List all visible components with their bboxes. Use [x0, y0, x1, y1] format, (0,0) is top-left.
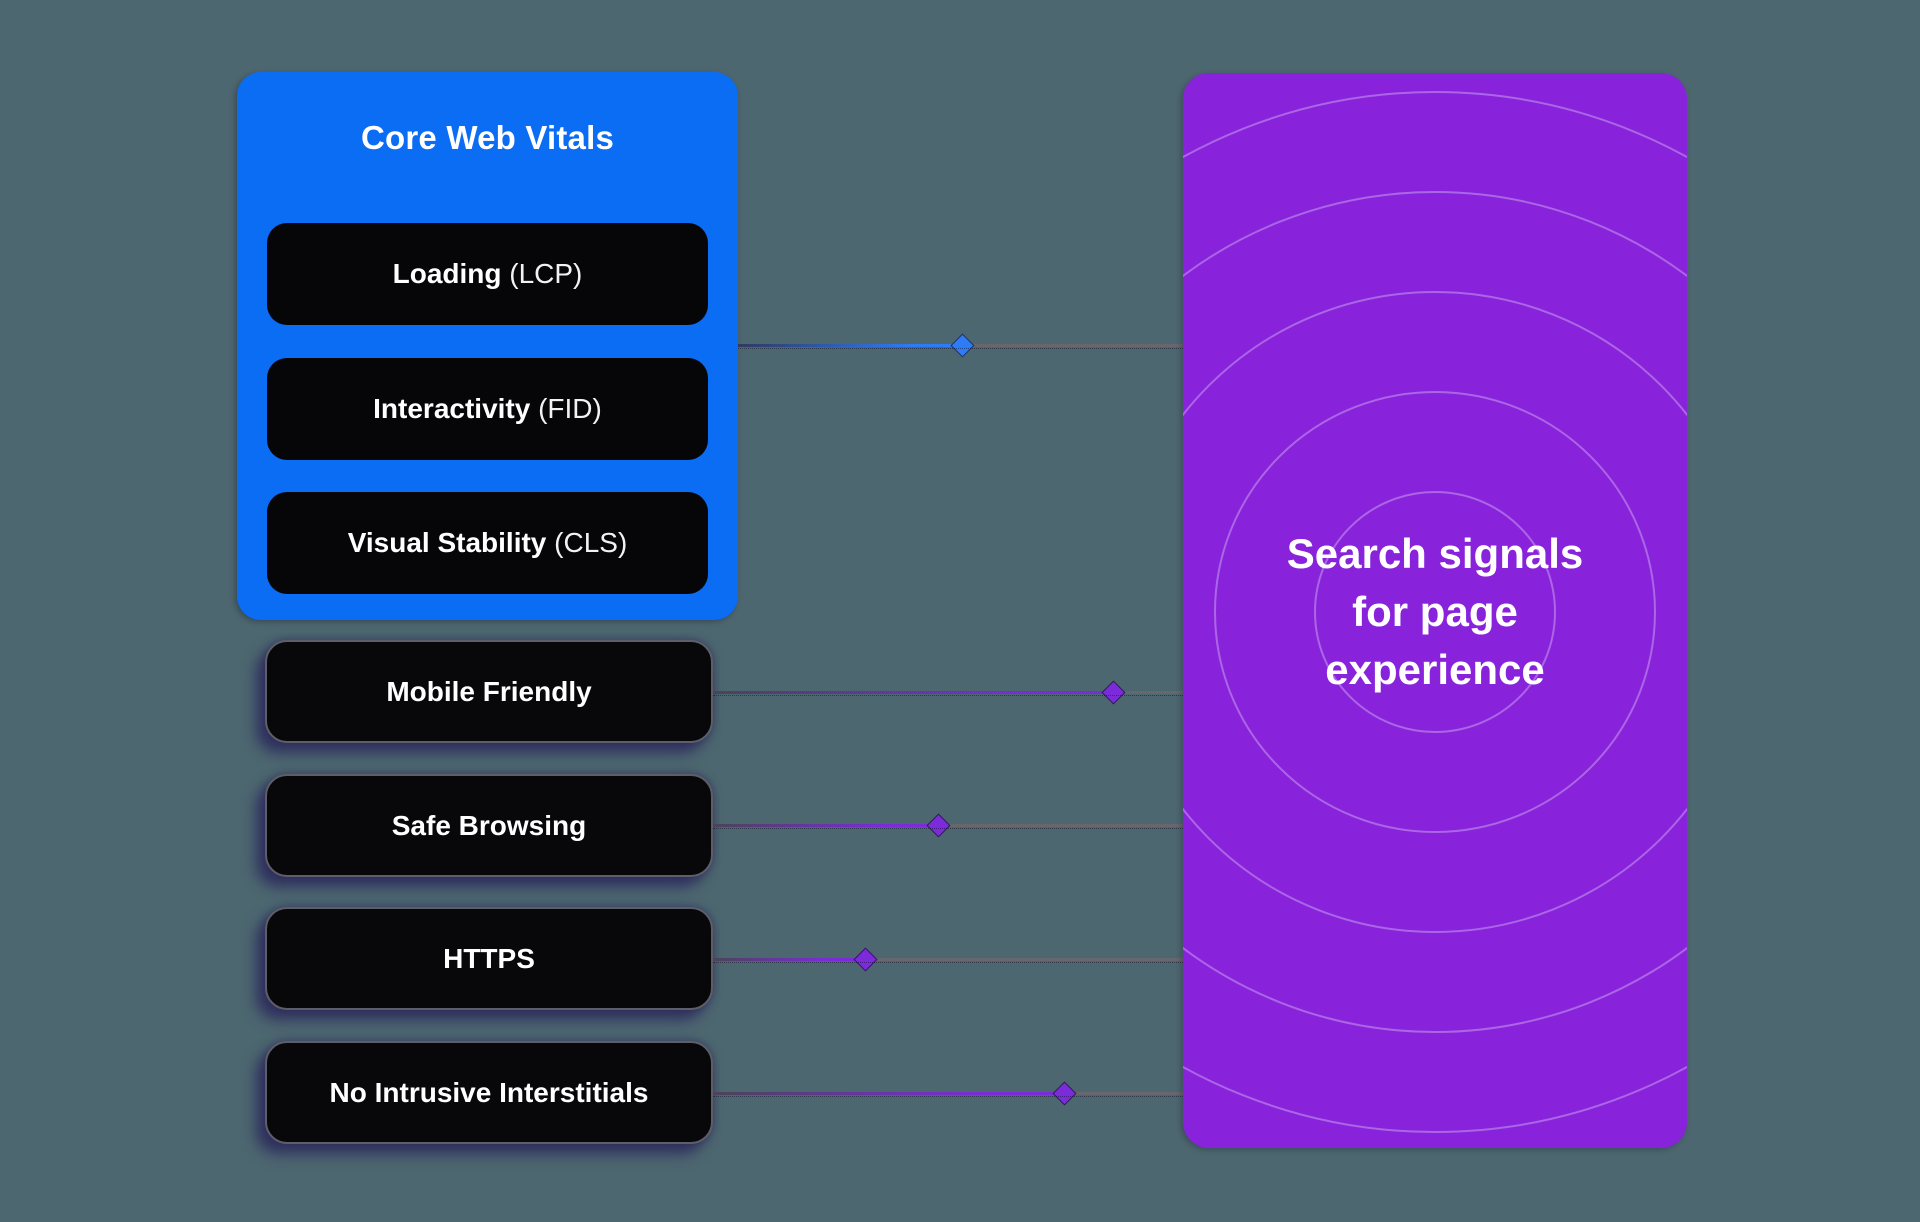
pill-no-intrusive-interstitials-label: No Intrusive Interstitials: [329, 1076, 649, 1108]
search-signals-title: Search signals for page experience: [1286, 530, 1584, 693]
pill-visual-stability-abbr: (CLS): [554, 527, 628, 558]
diamond-icon: [1101, 680, 1126, 705]
core-web-vitals-panel: Core Web Vitals Loading (LCP) Interactiv…: [237, 72, 738, 620]
diamond-icon: [950, 333, 975, 358]
connector-https: [713, 947, 1183, 972]
connector-line: [931, 824, 1183, 827]
pill-visual-stability-cls: Visual Stability (CLS): [267, 492, 708, 594]
concentric-rings-icon: [1183, 91, 1687, 1133]
pill-mobile-friendly: Mobile Friendly: [265, 640, 713, 743]
diamond-icon: [926, 813, 951, 838]
connector-line: [955, 344, 1183, 347]
connector-mobile-friendly: [713, 680, 1183, 705]
search-signals-panel: Search signals for page experience: [1183, 73, 1687, 1148]
pill-https-label: HTTPS: [443, 942, 535, 974]
pill-https: HTTPS: [265, 907, 713, 1010]
connector-safe-browsing: [713, 813, 1183, 838]
diamond-icon: [853, 947, 878, 972]
pill-safe-browsing-label: Safe Browsing: [391, 809, 587, 841]
core-web-vitals-title: Core Web Vitals: [360, 119, 615, 156]
pill-visual-stability-label: Visual Stability: [347, 527, 555, 558]
pill-interactivity-abbr: (FID): [538, 393, 602, 424]
connector-line: [713, 1092, 1057, 1095]
connector-line: [858, 958, 1183, 961]
pill-safe-browsing: Safe Browsing: [265, 774, 713, 877]
diamond-icon: [1052, 1081, 1077, 1106]
connector-line: [1057, 1092, 1183, 1095]
connector-core-web-vitals: [738, 333, 1183, 358]
pill-interactivity-label: Interactivity: [373, 393, 539, 424]
pill-no-intrusive-interstitials: No Intrusive Interstitials: [265, 1041, 713, 1144]
connector-line: [713, 691, 1106, 694]
connector-no-intrusive-interstitials: [713, 1081, 1183, 1106]
connector-line: [1106, 691, 1183, 694]
pill-loading-label: Loading: [392, 258, 510, 289]
connector-line: [713, 824, 931, 827]
connector-line: [713, 958, 858, 961]
pill-loading-lcp: Loading (LCP): [267, 223, 708, 325]
connector-line: [738, 344, 955, 347]
pill-loading-abbr: (LCP): [509, 258, 583, 289]
pill-interactivity-fid: Interactivity (FID): [267, 358, 708, 460]
pill-mobile-friendly-label: Mobile Friendly: [386, 675, 592, 707]
